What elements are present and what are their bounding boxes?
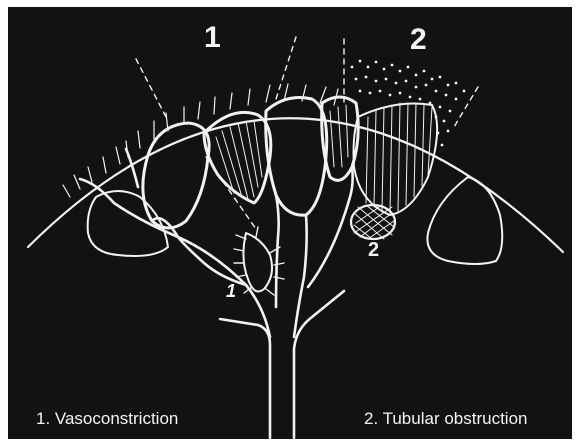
diagram-panel: 1 2 1 2 1. Vasoconstriction 2. Tubular o… — [8, 7, 572, 439]
dashed-guides — [136, 37, 478, 229]
kidney-cortex-illustration — [8, 7, 572, 439]
caption-vasoconstriction: 1. Vasoconstriction — [36, 409, 178, 429]
tubular-cast — [351, 205, 395, 239]
region-2-number: 2 — [410, 23, 427, 57]
obstructed-tubule — [354, 103, 438, 215]
region-1-number: 1 — [204, 21, 221, 55]
caption-tubular-obstruction: 2. Tubular obstruction — [364, 409, 527, 429]
capsule-hairs — [63, 84, 338, 197]
vessel-tree — [80, 149, 353, 438]
obstruction-marker: 2 — [368, 239, 379, 262]
constriction-marker: 1 — [226, 281, 236, 302]
tubule-loops — [143, 97, 358, 228]
